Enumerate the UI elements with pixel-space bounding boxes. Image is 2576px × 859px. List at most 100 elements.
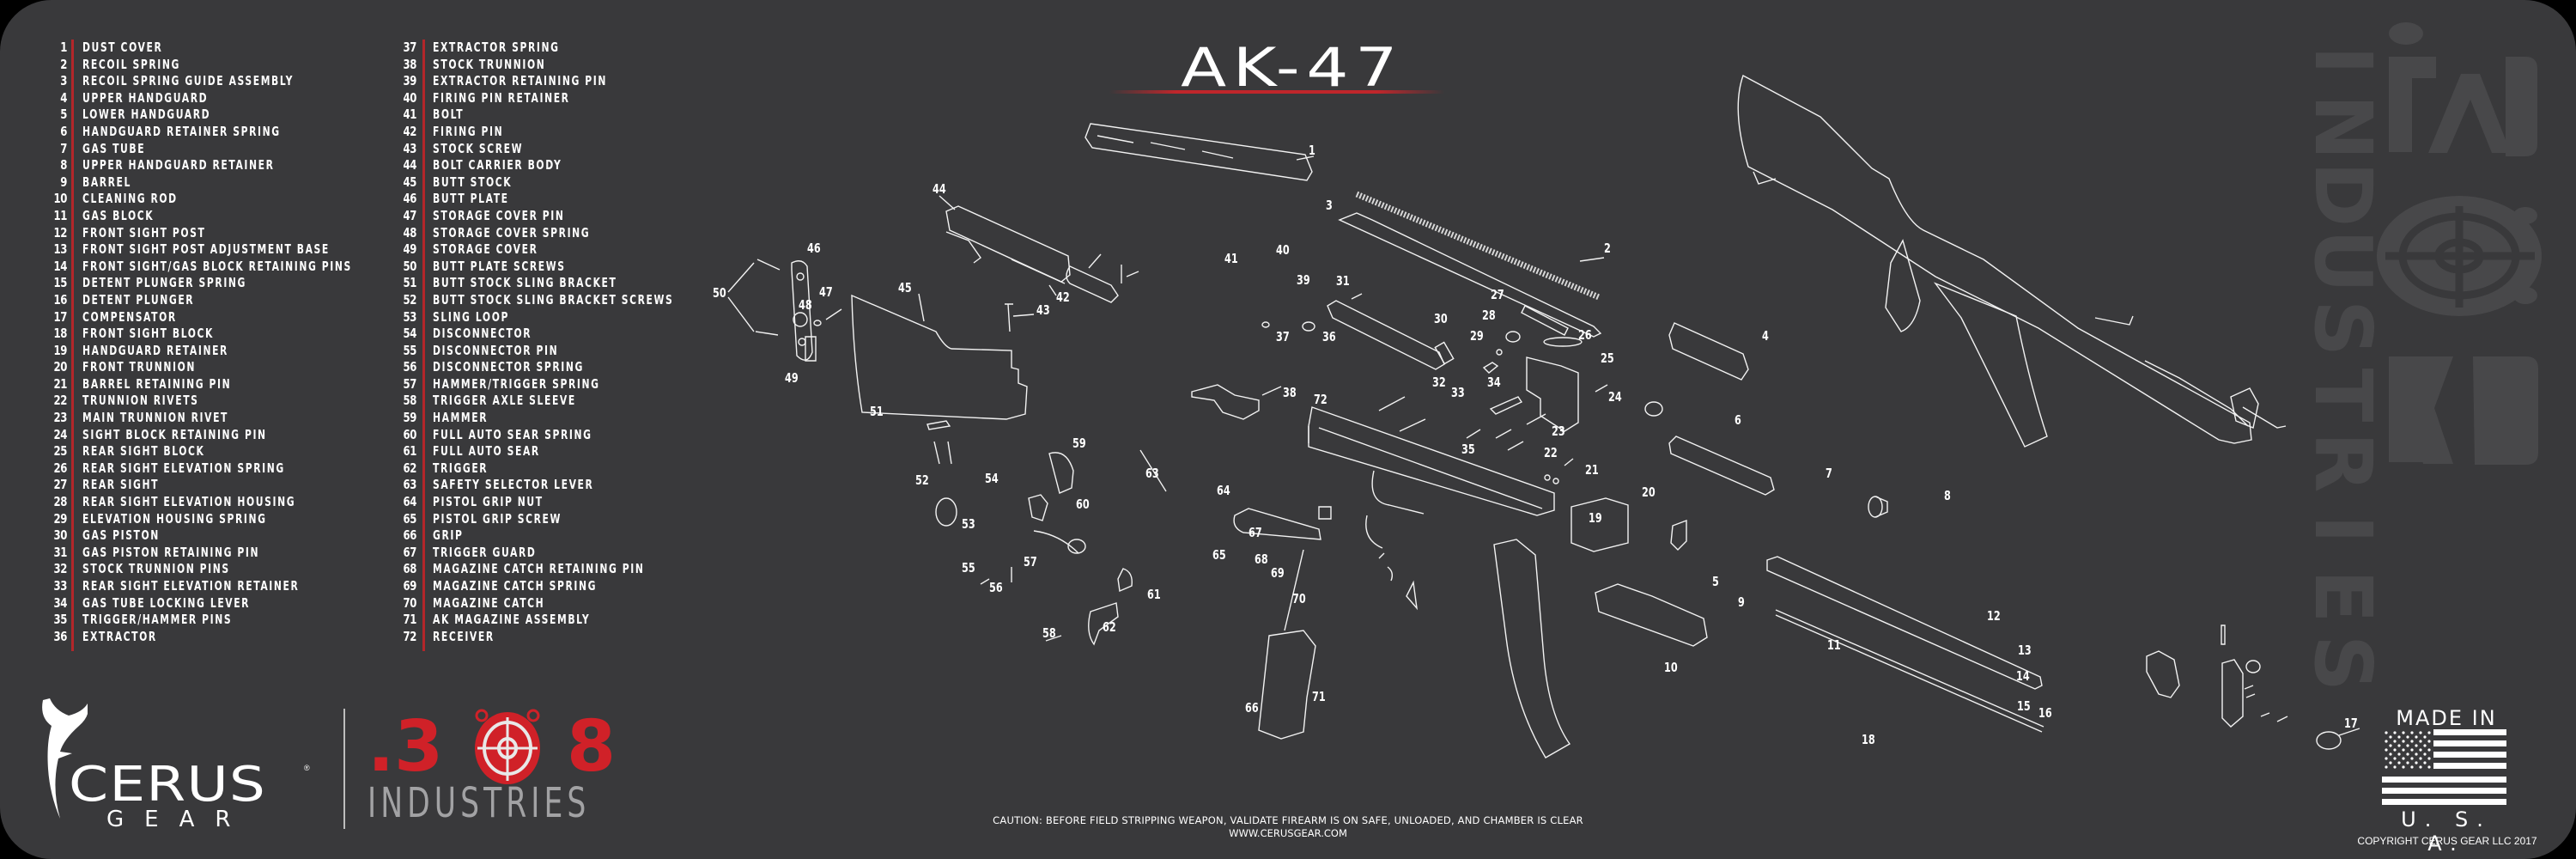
parts-list-item: 46 BUTT PLATE <box>378 191 756 208</box>
part-number: 54 <box>403 326 416 342</box>
parts-list-item: 66 GRIP <box>378 527 756 545</box>
part-name: BUTT PLATE SCREWS <box>433 258 566 274</box>
part-name: FRONT SIGHT/GAS BLOCK RETAINING PINS <box>82 258 352 274</box>
part-number: 20 <box>53 359 67 375</box>
callout-label: 43 <box>1036 302 1050 318</box>
part-name: RECOIL SPRING GUIDE ASSEMBLY <box>82 73 295 89</box>
callout-label: 9 <box>1738 594 1745 610</box>
website-link[interactable]: WWW.CERUSGEAR.COM <box>1229 827 1347 839</box>
callout-label: 61 <box>1147 587 1161 602</box>
part-number: 60 <box>403 426 416 442</box>
usa-text: U. S. A. <box>2401 807 2492 856</box>
part-number: 41 <box>403 107 416 123</box>
part-name: LOWER HANDGUARD <box>82 107 211 123</box>
parts-list-item: 5 LOWER HANDGUARD <box>0 107 395 124</box>
part-name: BUTT PLATE <box>433 191 509 207</box>
target-icon <box>475 709 540 784</box>
part-name: TRIGGER GUARD <box>433 544 537 560</box>
callout-label: 1 <box>1309 143 1315 158</box>
part-name: STORAGE COVER SPRING <box>433 224 591 241</box>
part-number: 9 <box>60 174 67 190</box>
callout-label: 21 <box>1585 462 1599 478</box>
part-name: STOCK SCREW <box>433 140 524 156</box>
callout-label: 49 <box>785 370 799 386</box>
callout-label: 29 <box>1470 328 1484 344</box>
part-name: ELEVATION HOUSING SPRING <box>82 510 267 527</box>
page-title: AK-47 <box>1181 36 1404 99</box>
parts-list-item: 41 BOLT <box>378 107 756 124</box>
part-name: DETENT PLUNGER <box>82 291 195 308</box>
part-number: 46 <box>403 191 416 207</box>
callout-label: 35 <box>1461 442 1475 457</box>
callout-label: 7 <box>1826 466 1832 481</box>
part-number: 58 <box>403 393 416 409</box>
part-name: GRIP <box>433 527 464 544</box>
part-number: 21 <box>53 375 67 392</box>
part-number: 62 <box>403 460 416 476</box>
parts-list-item: 14 FRONT SIGHT/GAS BLOCK RETAINING PINS <box>0 259 395 276</box>
part-name: EXTRACTOR <box>82 628 157 644</box>
callout-label: 39 <box>1297 272 1310 288</box>
part-number: 49 <box>403 241 416 258</box>
part-number: 55 <box>403 342 416 358</box>
callout-label: 25 <box>1601 350 1614 366</box>
callout-label: 69 <box>1271 565 1285 581</box>
part-number: 57 <box>403 375 416 392</box>
callout-label: 50 <box>713 285 726 301</box>
part-number: 16 <box>53 291 67 308</box>
part-number: 24 <box>53 426 67 442</box>
308-industries-logo: .3 8 INDUSTRIES <box>368 709 642 829</box>
callout-label: 52 <box>915 472 929 488</box>
part-number: 40 <box>403 89 416 106</box>
part-name: REAR SIGHT <box>82 477 160 493</box>
callout-label: 47 <box>819 284 833 300</box>
part-name: BOLT <box>433 107 465 123</box>
parts-list-item: 36 EXTRACTOR <box>0 629 395 646</box>
part-name: BUTT STOCK SLING BRACKET <box>433 275 617 291</box>
part-name: HAMMER/TRIGGER SPRING <box>433 375 600 392</box>
us-flag-icon <box>2382 729 2506 805</box>
callout-label: 37 <box>1276 329 1290 344</box>
part-number: 15 <box>53 275 67 291</box>
callout-label: 66 <box>1245 700 1259 716</box>
part-number: 66 <box>403 527 416 544</box>
caution-text: CAUTION: BEFORE FIELD STRIPPING WEAPON, … <box>993 814 1583 826</box>
part-name: GAS PISTON <box>82 527 160 544</box>
callout-label: 46 <box>807 241 821 256</box>
callout-label: 51 <box>870 404 884 419</box>
part-number: 5 <box>60 107 67 123</box>
part-name: STORAGE COVER <box>433 241 538 258</box>
part-name: GAS BLOCK <box>82 207 155 223</box>
part-name: HANDGUARD RETAINER <box>82 342 228 358</box>
part-number: 14 <box>53 258 67 274</box>
part-number: 36 <box>53 628 67 644</box>
callout-label: 36 <box>1322 329 1336 344</box>
part-number: 63 <box>403 477 416 493</box>
part-name: TRUNNION RIVETS <box>82 393 199 409</box>
